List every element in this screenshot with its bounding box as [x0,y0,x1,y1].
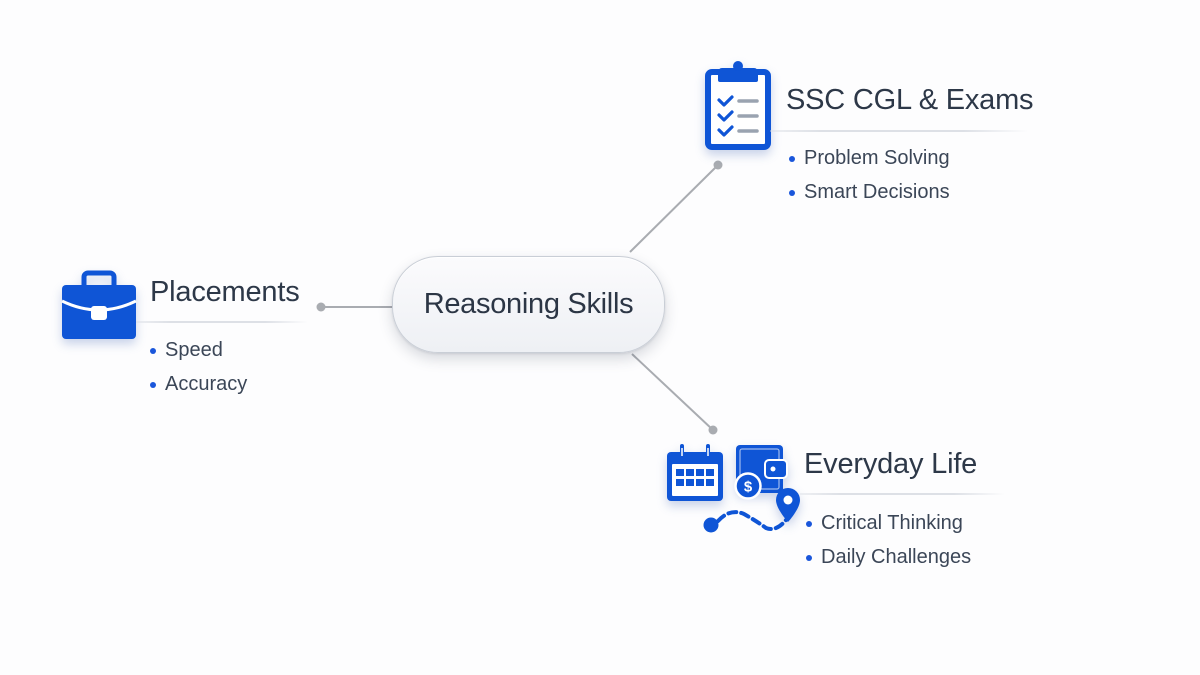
branch-divider-exams [770,130,1028,132]
svg-text:$: $ [744,479,753,496]
list-item: Daily Challenges [806,540,971,574]
list-item: Problem Solving [789,141,950,175]
connector-exams [629,164,719,253]
branch-list-placements: Speed Accuracy [150,333,247,401]
bullet-icon [789,190,795,196]
location-pin-icon [775,487,801,523]
branch-divider-placements [136,321,308,323]
bullet-icon [789,156,795,162]
calendar-icon [666,444,724,502]
branch-divider-everyday [800,493,1005,495]
center-node[interactable]: Reasoning Skills [392,256,665,353]
bullet-icon [806,555,812,561]
dollar-coin-icon: $ [734,472,762,500]
bullet-icon [150,348,156,354]
connector-dot-everyday [708,425,718,435]
list-item: Critical Thinking [806,506,971,540]
connector-everyday [631,353,714,431]
branch-heading-placements: Placements [150,276,300,308]
route-path-icon [700,492,805,537]
list-item: Speed [150,333,247,367]
branch-list-everyday: Critical Thinking Daily Challenges [806,506,971,574]
connector-dot-exams [713,160,723,170]
bullet-icon [150,382,156,388]
branch-list-exams: Problem Solving Smart Decisions [789,141,950,209]
list-item: Accuracy [150,367,247,401]
center-label: Reasoning Skills [423,288,634,320]
clipboard-checklist-icon [704,60,772,150]
branch-heading-exams: SSC CGL & Exams [786,84,1034,116]
list-item: Smart Decisions [789,175,950,209]
branch-heading-everyday: Everyday Life [804,448,978,480]
briefcase-icon [61,270,137,340]
connector-dot-placements [316,302,326,312]
bullet-icon [806,521,812,527]
